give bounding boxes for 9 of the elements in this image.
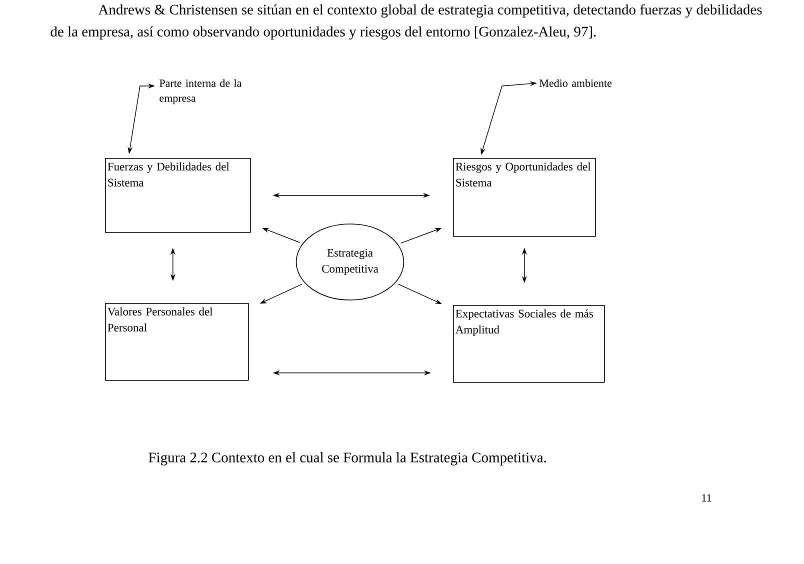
- body-text: Andrews & Christensen se sitúan en el contexto global de estrategia competitiva, detectando fuerzas y debilidades de la empresa, así como observando oportunidades y riesgos del entorno [Gonzalez-Aleu, 97].: [50, 4, 762, 40]
- figure-caption: Figura 2.2 Contexto en el cual se Formula la Estrategia Competitiva.: [148, 452, 546, 466]
- text-box: Valores Personales del Personal: [105, 303, 249, 381]
- text-box: Riesgos y Oportunidades del Sistema: [453, 158, 596, 237]
- text-box: Fuerzas y Debilidades del Sistema: [105, 158, 251, 233]
- page-number: 11: [702, 494, 712, 502]
- annotation-text: Parte interna de la empresa: [160, 79, 242, 104]
- annotation-text: Medio ambiente: [540, 79, 612, 87]
- text-box: Expectativas Sociales de más Amplitud: [453, 305, 605, 383]
